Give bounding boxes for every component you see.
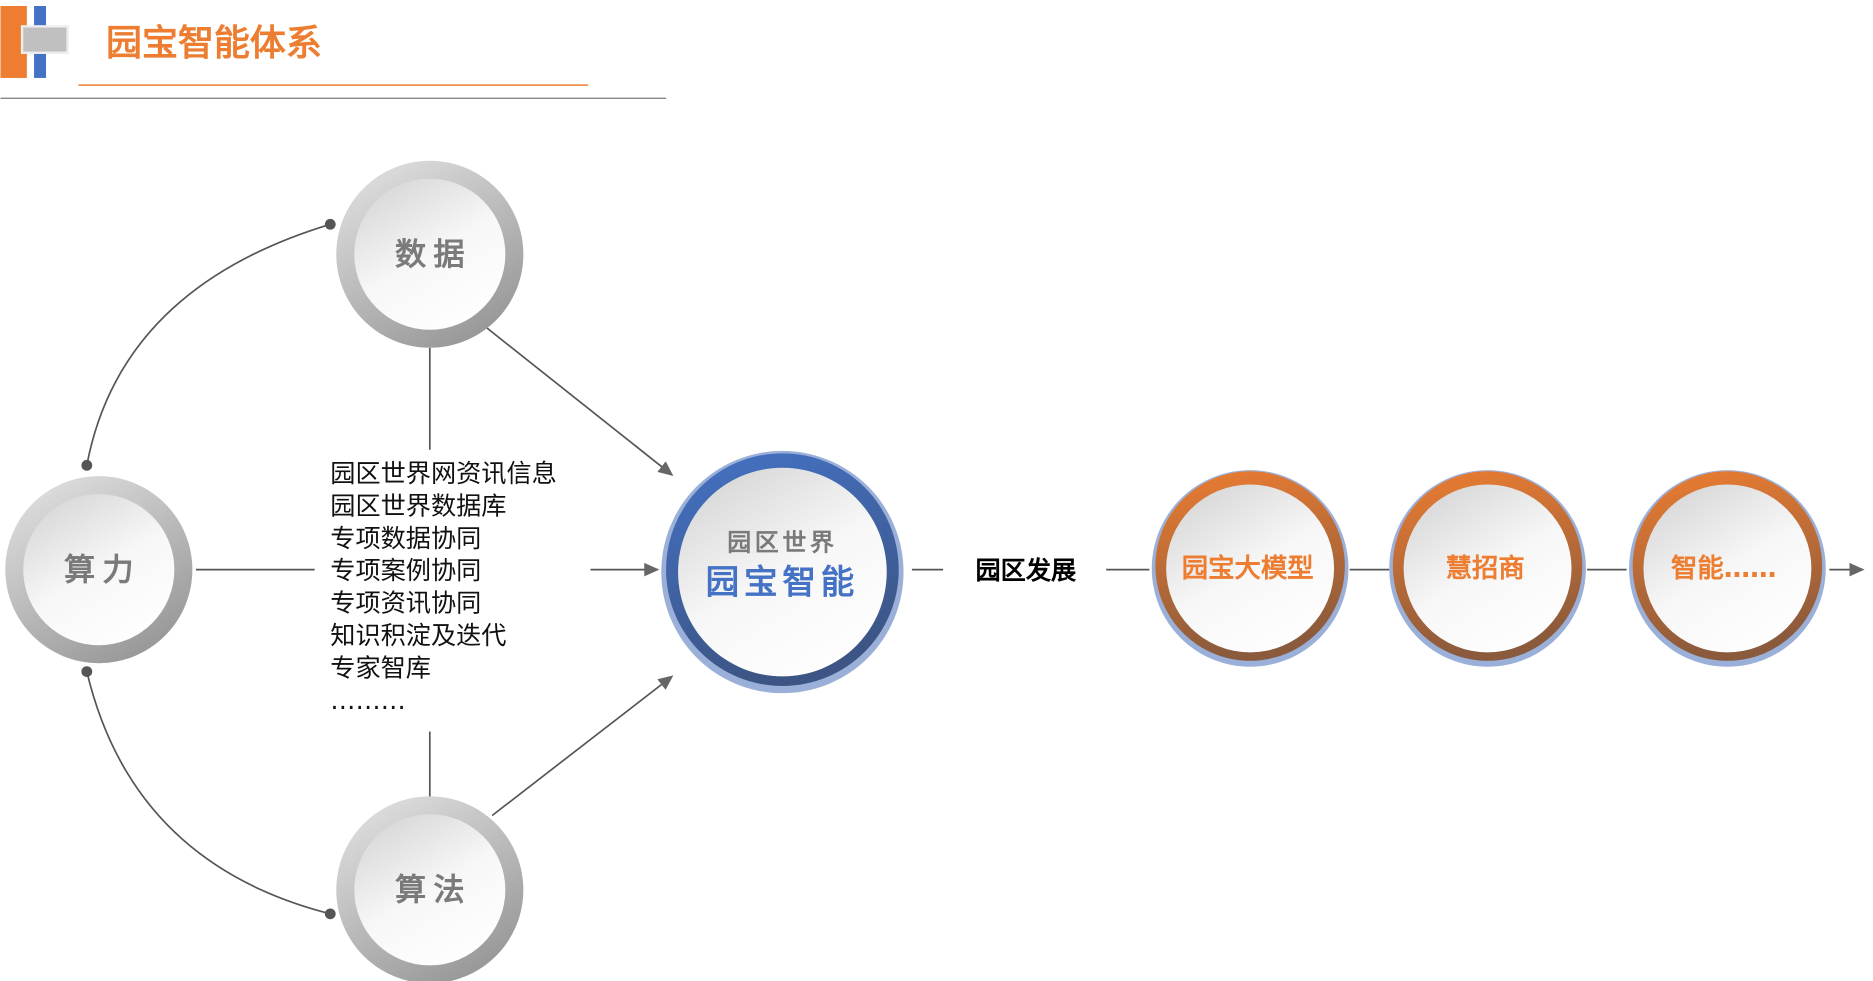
center-node[interactable]: 园区世界 园宝智能 xyxy=(661,450,904,694)
stage-label: 园宝大模型 xyxy=(1182,553,1314,584)
stage-label: 智能…… xyxy=(1671,553,1777,584)
connector-dots xyxy=(81,218,336,920)
list-item: 园区世界数据库 xyxy=(330,491,506,520)
node-compute-label: 算力 xyxy=(64,552,141,588)
list-item: 专项数据协同 xyxy=(330,524,481,553)
node-algorithm[interactable]: 算法 xyxy=(336,796,524,981)
list-item: ……… xyxy=(330,686,406,715)
stage-label: 慧招商 xyxy=(1446,553,1525,584)
list-item: 专项资讯协同 xyxy=(330,589,481,618)
list-item: 园区世界网资讯信息 xyxy=(330,459,557,488)
development-label: 园区发展 xyxy=(976,556,1078,585)
stage-investment[interactable]: 慧招商 xyxy=(1389,470,1586,667)
center-subtitle: 园区世界 xyxy=(727,528,837,556)
resource-list: 园区世界网资讯信息 园区世界数据库 专项数据协同 专项案例协同 专项资讯协同 知… xyxy=(330,459,557,715)
arc-data-compute xyxy=(85,223,331,466)
node-compute[interactable]: 算力 xyxy=(5,476,193,664)
node-data[interactable]: 数据 xyxy=(336,160,524,348)
header-logo xyxy=(0,5,69,78)
center-title: 园宝智能 xyxy=(706,563,859,602)
node-algorithm-label: 算法 xyxy=(395,873,472,909)
node-data-label: 数据 xyxy=(395,237,472,273)
stage-large-model[interactable]: 园宝大模型 xyxy=(1151,470,1349,667)
arc-compute-algorithm xyxy=(86,671,331,915)
connectors xyxy=(85,223,1865,915)
list-item: 专项案例协同 xyxy=(330,556,481,585)
list-item: 专家智库 xyxy=(330,653,431,682)
page-title: 园宝智能体系 xyxy=(106,23,322,64)
stage-intelligence[interactable]: 智能…… xyxy=(1629,470,1826,667)
list-item: 知识积淀及迭代 xyxy=(330,621,506,650)
